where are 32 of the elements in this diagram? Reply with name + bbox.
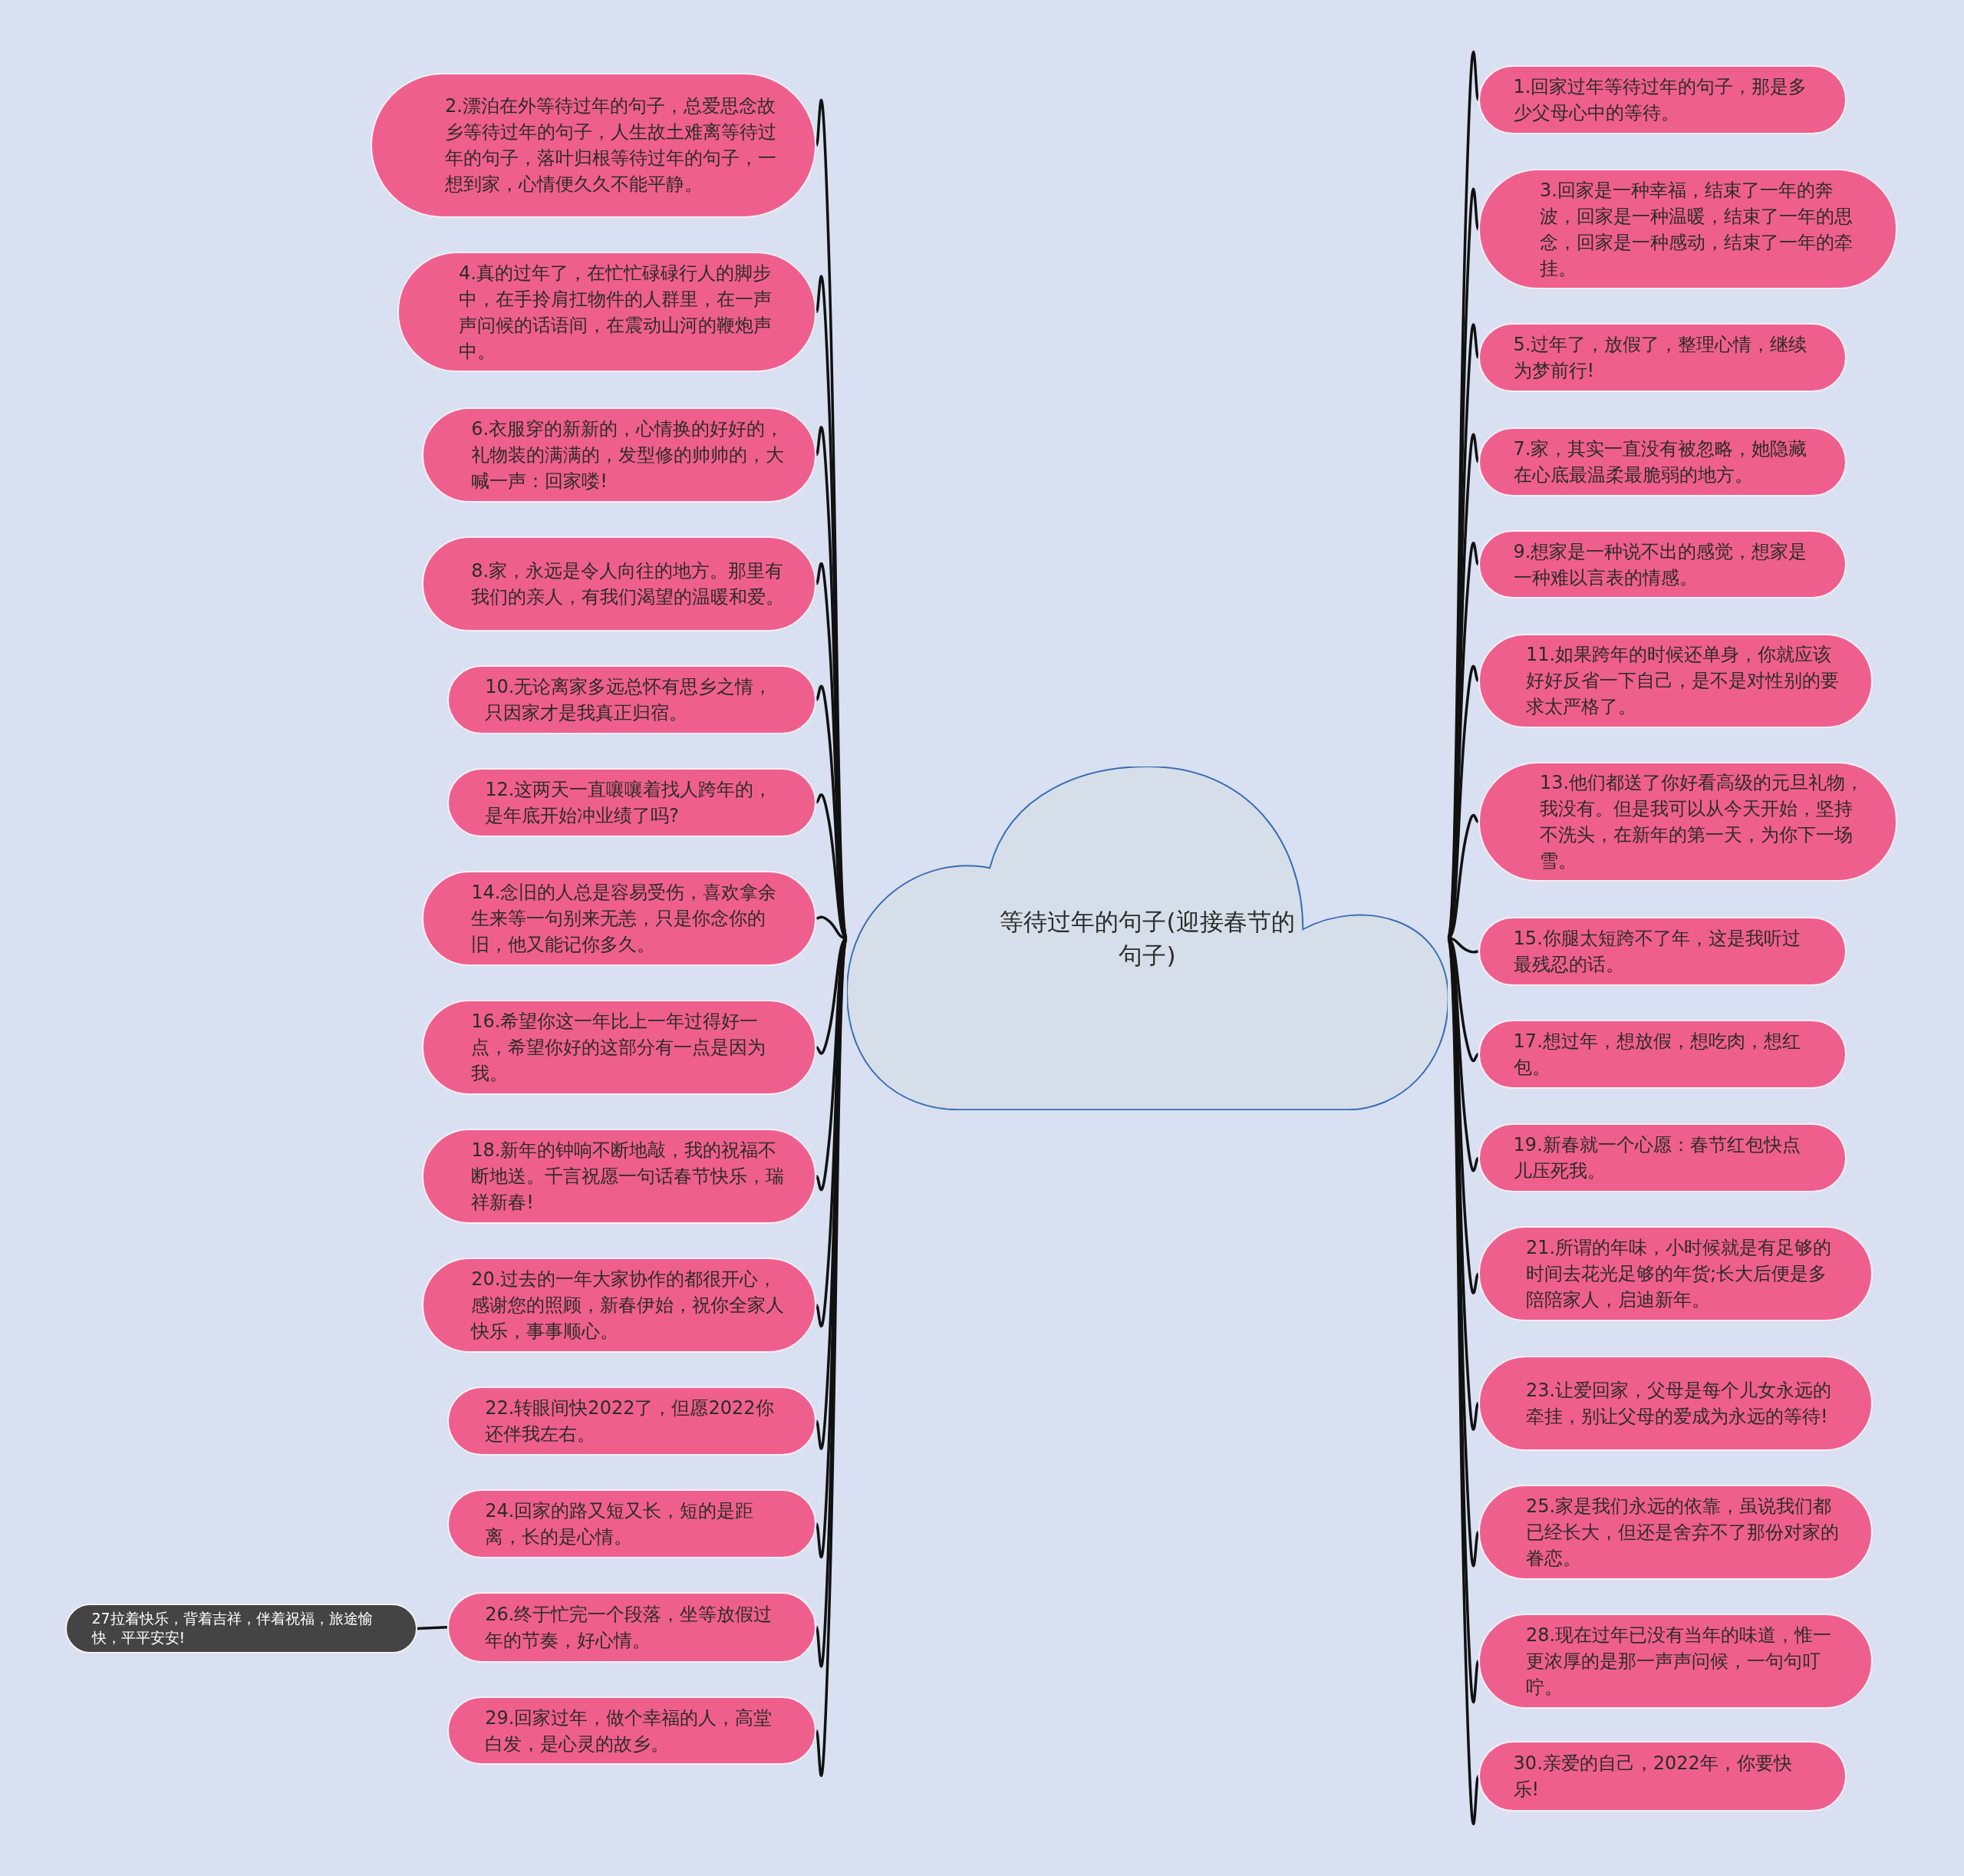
quote-bubble: 16.希望你这一年比上一年过得好一点，希望你好的这部分有一点是因为我。 <box>422 999 817 1095</box>
quote-bubble: 17.想过年，想放假，想吃肉，想红包。 <box>1478 1019 1847 1089</box>
quote-bubble: 1.回家过年等待过年的句子，那是多少父母心中的等待。 <box>1478 64 1847 134</box>
note-bubble: 27拉着快乐，背着吉祥，伴着祝福，旅途愉快，平平安安! <box>64 1603 417 1654</box>
quote-bubble: 23.让爱回家，父母是每个儿女永远的牵挂，别让父母的爱成为永远的等待! <box>1478 1355 1873 1451</box>
quote-bubble: 19.新春就一个心愿：春节红包快点儿压死我。 <box>1478 1123 1847 1193</box>
quote-bubble: 3.回家是一种幸福，结束了一年的奔波，回家是一种温暖，结束了一年的思念，回家是一种感动，结束了一年的牵挂。 <box>1478 169 1898 290</box>
quote-bubble: 13.他们都送了你好看高级的元旦礼物，我没有。但是我可以从今天开始，坚持不洗头，在新年的第一天，为你下一场雪。 <box>1478 761 1898 882</box>
quote-bubble: 5.过年了，放假了，整理心情，继续为梦前行! <box>1478 323 1847 392</box>
quote-bubble: 21.所谓的年味，小时候就是有足够的时间去花光足够的年货;长大后便是多陪陪家人，启迪新年。 <box>1478 1226 1873 1322</box>
quote-bubble: 29.回家过年，做个幸福的人，高堂白发，是心灵的故乡。 <box>447 1696 817 1766</box>
quote-bubble: 24.回家的路又短又长，短的是距离，长的是心情。 <box>447 1489 817 1558</box>
quote-bubble: 2.漂泊在外等待过年的句子，总爱思念故乡等待过年的句子，人生故土难离等待过年的句子，落叶归根等待过年的句子，一想到家，心情便久久不能平静。 <box>371 72 817 219</box>
quote-bubble: 15.你腿太短跨不了年，这是我听过最残忍的话。 <box>1478 917 1847 986</box>
central-topic: 等待过年的句子(迎接春节的句子) <box>846 767 1448 1110</box>
quote-bubble: 8.家，永远是令人向往的地方。那里有我们的亲人，有我们渴望的温暖和爱。 <box>422 536 817 631</box>
quote-bubble: 28.现在过年已没有当年的味道，惟一更浓厚的是那一声声问候，一句句叮咛。 <box>1478 1613 1873 1709</box>
quote-bubble: 6.衣服穿的新新的，心情换的好好的，礼物装的满满的，发型修的帅帅的，大喊一声：回家喽! <box>422 407 817 503</box>
quote-bubble: 20.过去的一年大家协作的都很开心，感谢您的照顾，新春伊始，祝你全家人快乐，事事顺心。 <box>422 1258 817 1353</box>
quote-bubble: 25.家是我们永远的依靠，虽说我们都已经长大，但还是舍弃不了那份对家的眷恋。 <box>1478 1484 1873 1580</box>
quote-bubble: 9.想家是一种说不出的感觉，想家是一种难以言表的情感。 <box>1478 529 1847 599</box>
quote-bubble: 10.无论离家多远总怀有思乡之情，只因家才是我真正归宿。 <box>447 664 817 734</box>
quote-bubble: 12.这两天一直嚷嚷着找人跨年的，是年底开始冲业绩了吗? <box>447 767 817 837</box>
quote-bubble: 22.转眼间快2022了，但愿2022你还伴我左右。 <box>447 1386 817 1456</box>
connector-line <box>417 1626 447 1630</box>
quote-bubble: 7.家，其实一直没有被忽略，她隐藏在心底最温柔最脆弱的地方。 <box>1478 427 1847 496</box>
quote-bubble: 30.亲爱的自己，2022年，你要快乐! <box>1478 1741 1847 1812</box>
quote-bubble: 18.新年的钟响不断地敲，我的祝福不断地送。千言祝愿一句话春节快乐，瑞祥新春! <box>422 1129 817 1225</box>
quote-bubble: 14.念旧的人总是容易受伤，喜欢拿余生来等一句别来无恙，只是你念你的旧，他又能记你多久。 <box>422 870 817 966</box>
quote-bubble: 4.真的过年了，在忙忙碌碌行人的脚步中，在手拎肩扛物件的人群里，在一声声问候的话语间，在震动山河的鞭炮声中。 <box>397 252 817 372</box>
quote-bubble: 11.如果跨年的时候还单身，你就应该好好反省一下自己，是不是对性别的要求太严格了。 <box>1478 634 1873 728</box>
quote-bubble: 26.终于忙完一个段落，坐等放假过年的节奏，好心情。 <box>447 1592 817 1663</box>
